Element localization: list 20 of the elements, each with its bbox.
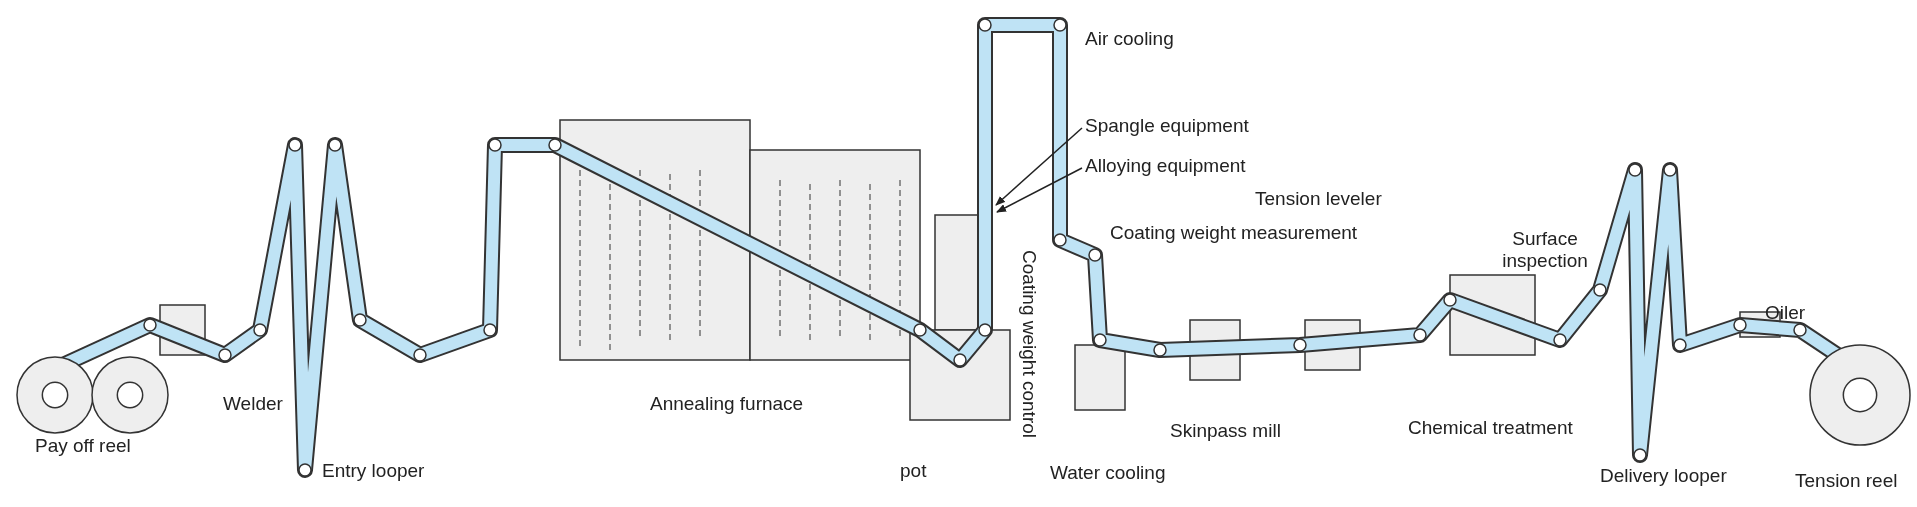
part-label: Oiler xyxy=(1765,302,1806,324)
part-label: Welder xyxy=(223,393,283,415)
part-label: Coating weight control xyxy=(1018,250,1040,438)
leader-line xyxy=(996,167,1083,213)
part-label: Chemical treatment xyxy=(1408,417,1573,439)
part-label: Spangle equipment xyxy=(1085,115,1249,137)
part-label: Tension reel xyxy=(1795,470,1898,492)
part-label: Coating weight measurement xyxy=(1110,222,1358,244)
leader-line xyxy=(995,127,1083,206)
part-label: Water cooling xyxy=(1050,462,1166,484)
part-label: pot xyxy=(900,460,927,482)
part-label: Entry looper xyxy=(322,460,425,482)
part-label: Delivery looper xyxy=(1600,465,1727,487)
part-label: Skinpass mill xyxy=(1170,420,1281,442)
part-label: Alloying equipment xyxy=(1085,155,1246,177)
part-label: Air cooling xyxy=(1085,28,1174,50)
part-label: Annealing furnace xyxy=(650,393,804,415)
part-label: Surface inspection xyxy=(1501,228,1589,272)
part-label: Tension leveler xyxy=(1255,188,1382,210)
part-label: Pay off reel xyxy=(35,435,131,457)
